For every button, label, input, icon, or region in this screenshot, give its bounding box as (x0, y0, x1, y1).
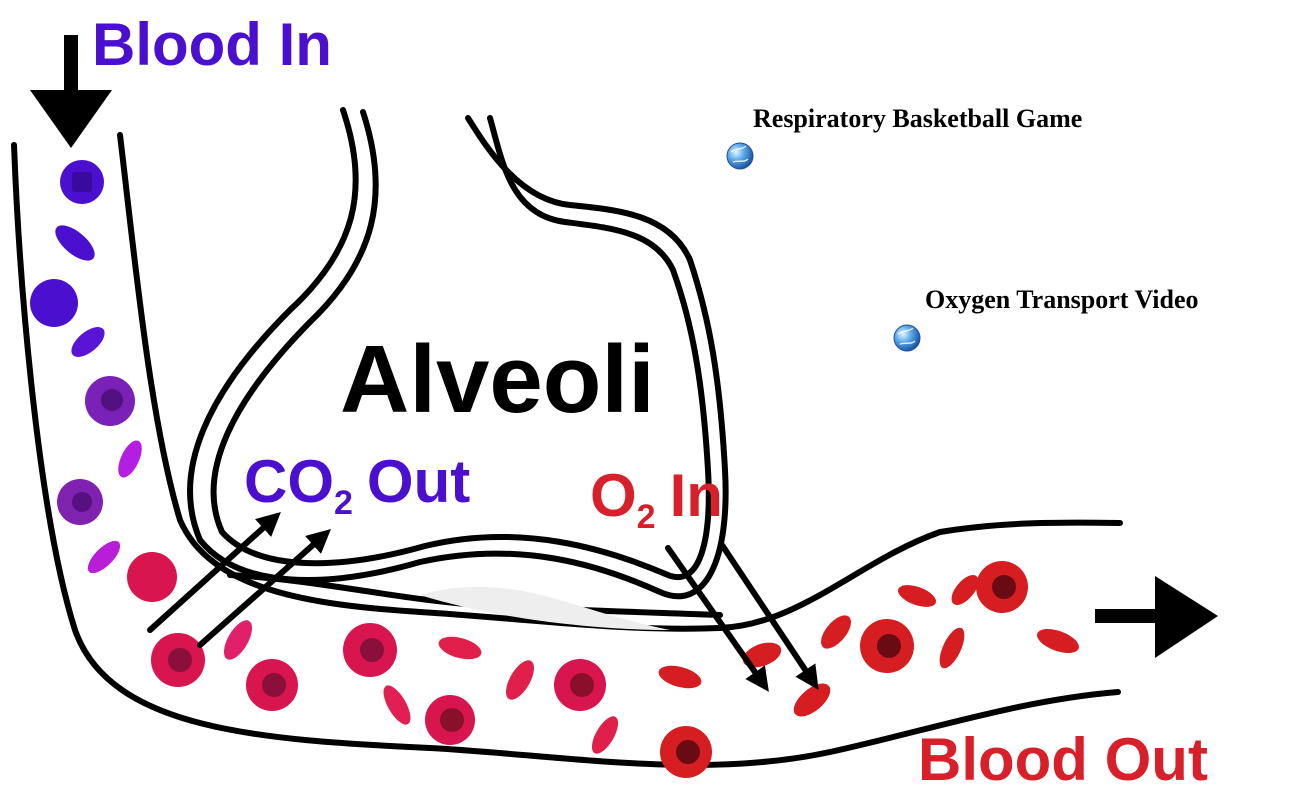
blood-cell (860, 619, 914, 673)
alveoli-label: Alveoli (340, 326, 655, 433)
blood-in-label: Blood In (92, 11, 332, 78)
blood-cell (506, 660, 534, 700)
blood-cell (742, 642, 782, 668)
blood-out-label: Blood Out (918, 726, 1208, 791)
blood-cell (87, 540, 121, 574)
alveolus-wall-outer (187, 107, 729, 600)
capillary-vessel (11, 132, 1123, 768)
blood-cell (897, 585, 937, 607)
gas-exchange-arrows (147, 511, 819, 692)
blood-cells (30, 160, 1079, 778)
blood-cell (118, 440, 142, 478)
co2-arrow-icon (197, 529, 331, 648)
blood-cell (821, 615, 851, 649)
blood-cell (71, 327, 105, 357)
blood-cell (55, 225, 95, 261)
alveolus-wall-inner (210, 109, 712, 580)
co2-out-word: Out (367, 448, 470, 515)
flow-arrows (30, 35, 1218, 658)
blood-cell (383, 685, 411, 725)
capillary-outer-wall (11, 142, 1121, 768)
blood-cell (951, 575, 979, 605)
o2-arrow-icon (665, 545, 769, 692)
blood-cell (127, 552, 177, 602)
blood-cell (1037, 628, 1079, 654)
link-oxygen-transport-video[interactable]: Oxygen Transport Video (893, 285, 1199, 352)
blood-out-arrow-icon (1095, 576, 1218, 658)
blood-cell (976, 561, 1028, 613)
blood-cell (438, 636, 482, 660)
membrane-gap (420, 586, 670, 630)
blood-in-arrow-icon (30, 35, 112, 148)
o2-in-word: In (670, 462, 723, 529)
blood-cell (591, 716, 619, 754)
co2-subscript: 2 (334, 484, 353, 522)
o2-in-label: O2 In (590, 462, 723, 536)
globe-icon[interactable] (893, 324, 921, 352)
blood-cell (151, 633, 205, 687)
co2-out-label: CO2 Out (244, 448, 470, 522)
blood-cell (30, 279, 78, 327)
blood-cell (343, 623, 397, 677)
blood-cell (85, 376, 135, 426)
blood-cell (57, 479, 103, 525)
globe-icon[interactable] (726, 142, 754, 170)
o2-formula: O (590, 462, 637, 529)
blood-cell (554, 659, 606, 711)
blood-cell (658, 665, 702, 689)
co2-arrow-icon (147, 511, 281, 633)
capillary-inner-wall (117, 132, 1123, 632)
blood-cell (246, 659, 298, 711)
blood-cell (660, 726, 712, 778)
link-label[interactable]: Oxygen Transport Video (925, 285, 1199, 314)
blood-cell (939, 627, 965, 669)
blood-cell (224, 620, 252, 660)
co2-formula: CO (244, 448, 334, 515)
blood-cell (793, 683, 831, 717)
blood-cell (425, 695, 475, 745)
o2-arrow-icon (719, 542, 819, 690)
o2-subscript: 2 (637, 498, 656, 536)
link-label[interactable]: Respiratory Basketball Game (753, 104, 1082, 133)
blood-cell (60, 160, 104, 204)
link-respiratory-basketball-game[interactable]: Respiratory Basketball Game (726, 104, 1082, 170)
